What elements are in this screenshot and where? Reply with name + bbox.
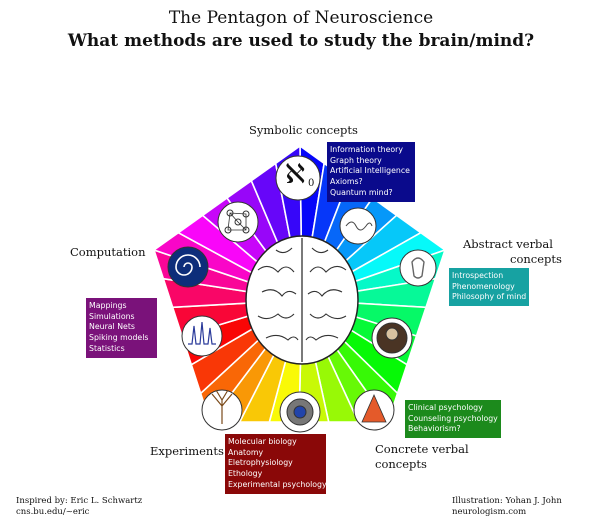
title-line-1: The Pentagon of Neuroscience xyxy=(168,8,434,28)
graph-edges-icon xyxy=(227,212,247,231)
box-concrete-item: Clinical psychology xyxy=(408,403,483,412)
box-computation: Mappings Simulations Neural Nets Spiking… xyxy=(86,298,157,358)
box-computation-item: Mappings xyxy=(89,301,127,310)
box-experiments-item: Eletrophysiology xyxy=(228,458,293,468)
vertex-label-computation: Computation xyxy=(70,245,146,259)
box-symbolic-item: Artificial Intelligence xyxy=(330,166,410,176)
box-experiments: Molecular biology Anatomy Eletrophysiolo… xyxy=(225,434,327,494)
aleph-symbol: ℵ xyxy=(285,159,306,190)
equation-icon xyxy=(339,207,377,245)
spike-plot-icon xyxy=(181,315,223,357)
title-line-2: What methods are used to study the brain… xyxy=(67,31,535,51)
vertex-label-concrete-2: concepts xyxy=(375,457,427,471)
brain-illustration xyxy=(245,235,359,365)
spike-trace-icon xyxy=(188,321,216,345)
box-computation-item: Spiking models xyxy=(89,333,149,343)
spiral-arm-icon xyxy=(175,254,201,276)
equation-glyph-icon xyxy=(345,221,373,231)
credit-inspired-name: Inspired by: Eric L. Schwartz xyxy=(16,496,143,506)
spiral-galaxy-icon xyxy=(167,246,209,288)
brain-scan-core-icon xyxy=(293,405,307,419)
portrait-head-icon xyxy=(385,327,399,341)
vertex-label-abstract-1: Abstract verbal xyxy=(463,237,553,251)
credit-illustration: Illustration: Yohan J. John neurologism.… xyxy=(452,496,562,518)
box-concrete-item: Counseling psychology xyxy=(408,413,498,423)
box-abstract: Introspection Phenomenology Philosophy o… xyxy=(449,268,529,307)
box-computation-item: Simulations xyxy=(89,311,135,321)
credit-illustration-url: neurologism.com xyxy=(452,507,527,517)
pyramid-shape-icon xyxy=(361,394,387,423)
vertex-label-concrete-1: Concrete verbal xyxy=(375,442,469,456)
neuron-branches-icon xyxy=(211,389,233,424)
box-computation-item: Neural Nets xyxy=(89,322,135,332)
box-experiments-item: Experimental psychology xyxy=(228,479,327,489)
aleph-icon xyxy=(275,155,321,201)
box-symbolic-item: Axioms? xyxy=(330,177,363,187)
box-symbolic-item: Information theory xyxy=(330,145,403,154)
thinker-figure-icon xyxy=(411,257,425,279)
vertex-label-experiments: Experiments xyxy=(150,444,224,458)
box-abstract-item: Introspection xyxy=(452,271,504,280)
credit-illustration-name: Illustration: Yohan J. John xyxy=(452,496,562,506)
box-experiments-item: Ethology xyxy=(228,469,263,479)
box-symbolic-item: Graph theory xyxy=(330,155,382,165)
credit-inspired-url: cns.bu.edu/~eric xyxy=(16,507,90,517)
box-abstract-item: Philosophy of mind xyxy=(452,292,527,302)
box-concrete: Clinical psychology Counseling psycholog… xyxy=(405,400,501,439)
credit-inspired: Inspired by: Eric L. Schwartz cns.bu.edu… xyxy=(16,496,142,518)
thinker-statue-icon xyxy=(399,249,437,287)
box-experiments-item: Molecular biology xyxy=(228,437,297,446)
box-symbolic-item: Quantum mind? xyxy=(330,187,393,197)
box-symbolic: Information theory Graph theory Artifici… xyxy=(327,142,415,202)
vertex-label-abstract-2: concepts xyxy=(510,252,562,266)
box-experiments-item: Anatomy xyxy=(228,447,264,457)
aleph-subscript: 0 xyxy=(308,178,315,189)
vertex-label-symbolic: Symbolic concepts xyxy=(249,123,358,137)
method-icons xyxy=(167,155,437,433)
box-concrete-item: Behaviorism? xyxy=(408,424,461,434)
box-abstract-item: Phenomenology xyxy=(452,281,515,291)
box-computation-item: Statistics xyxy=(89,343,125,353)
